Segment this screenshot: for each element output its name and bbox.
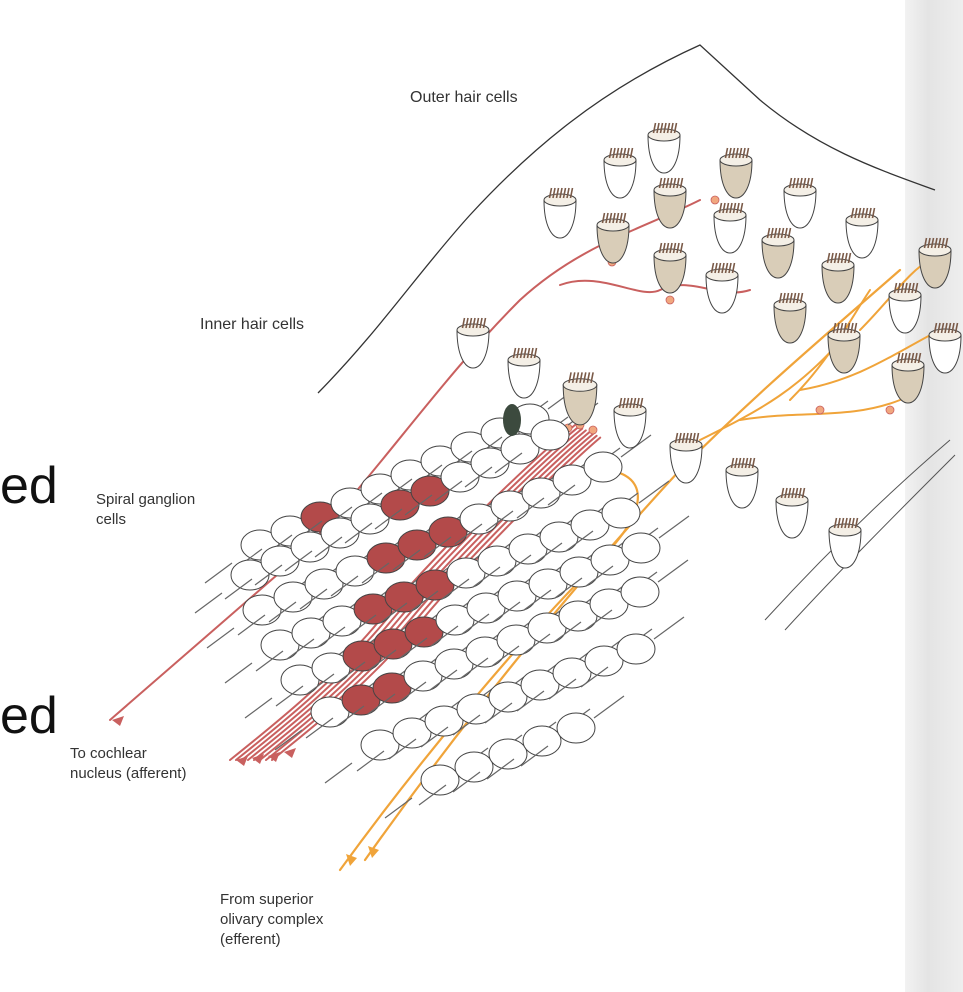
outer-hair-cell <box>597 213 629 263</box>
ganglion-axon <box>245 698 272 718</box>
outer-hair-cell <box>544 188 576 238</box>
nerve-fibers <box>110 196 940 870</box>
inner-hair-cell <box>457 318 489 368</box>
synaptic-terminal <box>711 196 719 204</box>
outer-hair-cell <box>604 148 636 198</box>
ganglion-cell <box>489 739 527 769</box>
cut-off-text-upper: ed <box>0 458 58 514</box>
synaptic-terminal <box>666 296 674 304</box>
efferent-branch <box>700 330 850 440</box>
inner-hair-cell <box>829 518 861 568</box>
ganglion-cell <box>602 498 640 528</box>
inner-hair-cell <box>508 348 540 398</box>
ganglion-cell <box>584 452 622 482</box>
ganglion-dendrite <box>659 516 689 538</box>
outer-hair-cell <box>892 353 924 403</box>
outer-hair-cell <box>889 283 921 333</box>
ganglion-cell <box>622 533 660 563</box>
label-outer-hair-cells: Outer hair cells <box>410 88 518 108</box>
inner-hair-cell <box>726 458 758 508</box>
label-spiral-ganglion-cells: Spiral ganglion cells <box>96 490 195 530</box>
ganglion-cell <box>621 577 659 607</box>
ganglion-cell <box>455 752 493 782</box>
ganglion-axon <box>195 593 222 613</box>
stimulated-inner-hair-cell <box>563 372 597 425</box>
ganglion-cell <box>557 713 595 743</box>
ganglion-axon <box>325 763 352 783</box>
outer-hair-cell <box>720 148 752 198</box>
ganglion-cell <box>617 634 655 664</box>
outer-hair-cell <box>714 203 746 253</box>
ganglion-dendrite <box>658 560 688 582</box>
outer-hair-cell <box>919 238 951 288</box>
outer-hair-cell <box>828 323 860 373</box>
outer-hair-cell <box>706 263 738 313</box>
synaptic-terminal <box>816 406 824 414</box>
label-inner-hair-cells: Inner hair cells <box>200 315 304 335</box>
outer-hair-cells <box>544 123 961 403</box>
outer-hair-cell <box>784 178 816 228</box>
ganglion-dendrite <box>654 617 684 639</box>
label-to-cochlear-nucleus: To cochlear nucleus (afferent) <box>70 744 186 784</box>
outer-hair-cell <box>654 178 686 228</box>
ganglion-axon <box>225 663 252 683</box>
inner-hair-cell <box>614 398 646 448</box>
outer-hair-cell <box>929 323 961 373</box>
ganglion-cell <box>523 726 561 756</box>
supporting-cell-nucleus <box>503 404 521 436</box>
cut-off-text-lower: ed <box>0 688 58 744</box>
synaptic-terminal <box>886 406 894 414</box>
outer-hair-cell <box>774 293 806 343</box>
synaptic-terminal <box>589 426 597 434</box>
ganglion-cell <box>531 420 569 450</box>
basilar-membrane-line-b <box>785 455 955 630</box>
outer-hair-cell <box>762 228 794 278</box>
ganglion-dendrite <box>594 696 624 718</box>
ganglion-axon <box>205 563 232 583</box>
label-from-superior-olivary: From superior olivary complex (efferent) <box>220 890 323 950</box>
ganglion-cell <box>421 765 459 795</box>
outer-hair-cell <box>822 253 854 303</box>
outer-hair-cell <box>846 208 878 258</box>
outer-hair-cell <box>648 123 680 173</box>
inner-hair-cell <box>776 488 808 538</box>
